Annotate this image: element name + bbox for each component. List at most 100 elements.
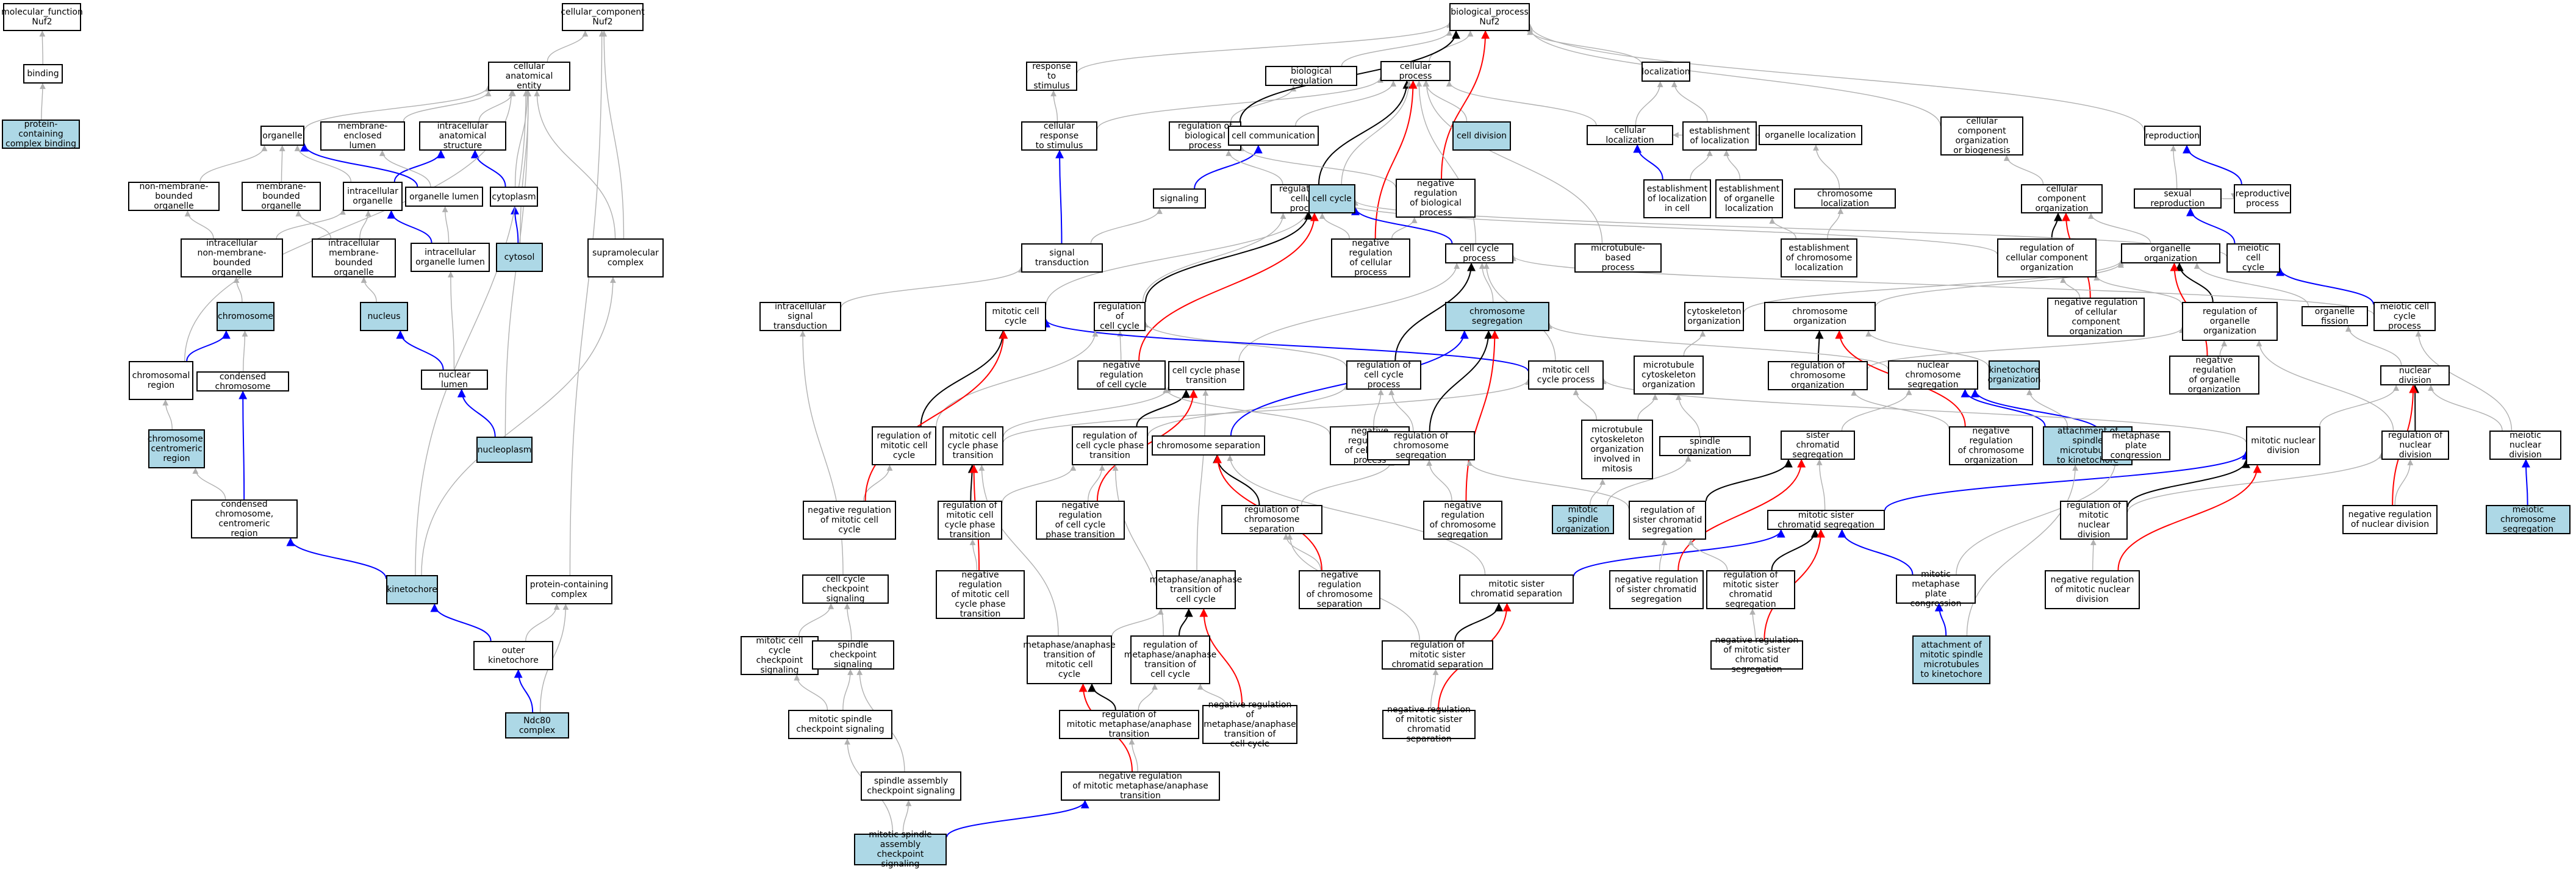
term-node[interactable]: regulation of nuclear division (2381, 431, 2449, 460)
term-node[interactable]: regulation of organelle organization (2182, 302, 2278, 341)
term-node[interactable]: cytoskeleton organization (1684, 302, 1744, 331)
term-node[interactable]: Ndc80 complex (505, 712, 569, 738)
term-node[interactable]: regulation of cell cycle phase transitio… (1072, 426, 1148, 465)
term-node[interactable]: cell communication (1228, 126, 1319, 146)
term-node[interactable]: biological_process Nuf2 (1449, 3, 1530, 31)
term-node[interactable]: localization (1641, 62, 1690, 82)
term-node[interactable]: negative regulation of chromosome segreg… (1423, 501, 1502, 540)
term-node[interactable]: sexual reproduction (2134, 188, 2222, 209)
term-node[interactable]: regulation of cellular component organiz… (1997, 238, 2097, 277)
term-node[interactable]: negative regulation of cellular componen… (2047, 298, 2145, 337)
term-node[interactable]: negative regulation of mitotic sister ch… (1710, 640, 1803, 670)
term-node[interactable]: microtubule cytoskeleton organization in… (1581, 420, 1653, 479)
term-node[interactable]: regulation of chromosome organization (1768, 361, 1868, 390)
term-node[interactable]: mitotic cell cycle phase transition (942, 426, 1003, 465)
term-node[interactable]: protein-containing complex (526, 575, 612, 604)
term-node[interactable]: negative regulation of sister chromatid … (1609, 570, 1704, 609)
term-node[interactable]: organelle organization (2121, 243, 2220, 263)
term-node[interactable]: chromosome (217, 302, 274, 331)
term-node[interactable]: kinetochore (386, 575, 438, 604)
term-node[interactable]: intracellular signal transduction (759, 302, 841, 331)
term-node[interactable]: meiotic chromosome segregation (2486, 505, 2571, 534)
term-node[interactable]: regulation of metaphase/anaphase transit… (1130, 635, 1210, 684)
term-node[interactable]: spindle organization (1659, 436, 1751, 456)
term-node[interactable]: cellular_component Nuf2 (562, 3, 644, 31)
term-node[interactable]: cytoplasm (490, 187, 538, 207)
term-node[interactable]: outer kinetochore (473, 641, 553, 670)
term-node[interactable]: sister chromatid segregation (1781, 431, 1855, 460)
term-node[interactable]: negative regulation of chromosome organi… (1949, 426, 2033, 465)
term-node[interactable]: chromosome segregation (1445, 302, 1549, 331)
term-node[interactable]: mitotic cell cycle (985, 302, 1046, 331)
term-node[interactable]: mitotic sister chromatid segregation (1767, 510, 1885, 530)
term-node[interactable]: cellular process (1380, 61, 1451, 81)
term-node[interactable]: negative regulation of cell cycle (1077, 360, 1166, 390)
term-node[interactable]: regulation of chromosome separation (1221, 505, 1322, 534)
term-node[interactable]: regulation of chromosome segregation (1367, 431, 1475, 460)
term-node[interactable]: metaphase plate congression (2101, 431, 2170, 460)
term-node[interactable]: regulation of mitotic sister chromatid s… (1706, 570, 1795, 609)
term-node[interactable]: establishment of chromosome localization (1781, 238, 1857, 277)
term-node[interactable]: nuclear lumen (421, 370, 488, 390)
term-node[interactable]: mitotic sister chromatid separation (1459, 574, 1574, 604)
term-node[interactable]: negative regulation of cellular process (1331, 238, 1410, 277)
term-node[interactable]: mitotic spindle assembly checkpoint sign… (854, 834, 947, 865)
term-node[interactable]: negative regulation of mitotic metaphase… (1061, 771, 1220, 801)
term-node[interactable]: microtubule cytoskeleton organization (1634, 356, 1704, 395)
term-node[interactable]: attachment of mitotic spindle microtubul… (1912, 635, 1990, 684)
term-node[interactable]: mitotic metaphase plate congression (1896, 574, 1976, 604)
term-node[interactable]: negative regulation of mitotic cell cycl… (936, 570, 1025, 619)
term-node[interactable]: mitotic spindle checkpoint signaling (788, 710, 892, 739)
term-node[interactable]: intracellular anatomical structure (419, 121, 506, 151)
term-node[interactable]: membrane-bounded organelle (242, 182, 321, 211)
term-node[interactable]: negative regulation of biological proces… (1396, 179, 1476, 218)
term-node[interactable]: cell cycle (1308, 184, 1355, 213)
term-node[interactable]: signal transduction (1021, 243, 1103, 273)
term-node[interactable]: mitotic spindle organization (1552, 505, 1614, 534)
term-node[interactable]: cell division (1452, 121, 1511, 151)
term-node[interactable]: intracellular membrane-bounded organelle (312, 238, 396, 277)
term-node[interactable]: chromosome organization (1764, 302, 1876, 331)
term-node[interactable]: mitotic cell cycle checkpoint signaling (741, 636, 819, 675)
term-node[interactable]: microtubule-based process (1574, 243, 1662, 273)
term-node[interactable]: cell cycle checkpoint signaling (802, 574, 889, 604)
term-node[interactable]: cytosol (496, 243, 543, 272)
term-node[interactable]: nucleus (360, 302, 408, 331)
term-node[interactable]: regulation of mitotic sister chromatid s… (1382, 640, 1493, 670)
term-node[interactable]: negative regulation of chromosome separa… (1299, 570, 1380, 609)
term-node[interactable]: regulation of sister chromatid segregati… (1629, 501, 1706, 540)
term-node[interactable]: molecular_function Nuf2 (3, 3, 81, 31)
term-node[interactable]: membrane-enclosed lumen (320, 121, 405, 151)
term-node[interactable]: kinetochore organization (1989, 360, 2040, 390)
term-node[interactable]: regulation of mitotic cell cycle phase t… (938, 501, 1002, 540)
term-node[interactable]: condensed chromosome (196, 371, 289, 392)
term-node[interactable]: nuclear chromosome segregation (1888, 360, 1978, 390)
term-node[interactable]: regulation of cell cycle (1094, 302, 1146, 331)
term-node[interactable]: cellular component organization or bioge… (1940, 116, 2023, 156)
term-node[interactable]: negative regulation of organelle organiz… (2169, 356, 2259, 395)
term-node[interactable]: response to stimulus (1026, 62, 1077, 91)
term-node[interactable]: signaling (1153, 188, 1206, 209)
term-node[interactable]: chromosome localization (1794, 188, 1896, 209)
term-node[interactable]: intracellular organelle (343, 182, 403, 211)
term-node[interactable]: condensed chromosome, centromeric region (191, 499, 298, 538)
term-node[interactable]: negative regulation of nuclear division (2342, 505, 2438, 534)
term-node[interactable]: spindle assembly checkpoint signaling (861, 771, 961, 801)
term-node[interactable]: negative regulation of mitotic sister ch… (1382, 710, 1476, 739)
term-node[interactable]: biological regulation (1265, 66, 1357, 86)
term-node[interactable]: chromosome, centromeric region (148, 429, 205, 468)
term-node[interactable]: cellular component organization (2021, 184, 2103, 213)
term-node[interactable]: non-membrane-bounded organelle (128, 182, 220, 211)
term-node[interactable]: cellular response to stimulus (1021, 121, 1097, 151)
term-node[interactable]: negative regulation of mitotic cell cycl… (803, 501, 896, 540)
term-node[interactable]: supramolecular complex (587, 238, 664, 277)
term-node[interactable]: regulation of mitotic cell cycle (872, 426, 936, 465)
term-node[interactable]: mitotic nuclear division (2246, 426, 2320, 465)
term-node[interactable]: meiotic nuclear division (2489, 431, 2561, 460)
term-node[interactable]: metaphase/anaphase transition of mitotic… (1027, 635, 1112, 684)
term-node[interactable]: organelle lumen (405, 187, 483, 207)
term-node[interactable]: negative regulation of metaphase/anaphas… (1202, 705, 1297, 744)
term-node[interactable]: establishment of localization (1682, 121, 1757, 151)
term-node[interactable]: regulation of cell cycle process (1346, 360, 1421, 390)
term-node[interactable]: regulation of mitotic metaphase/anaphase… (1059, 710, 1199, 739)
